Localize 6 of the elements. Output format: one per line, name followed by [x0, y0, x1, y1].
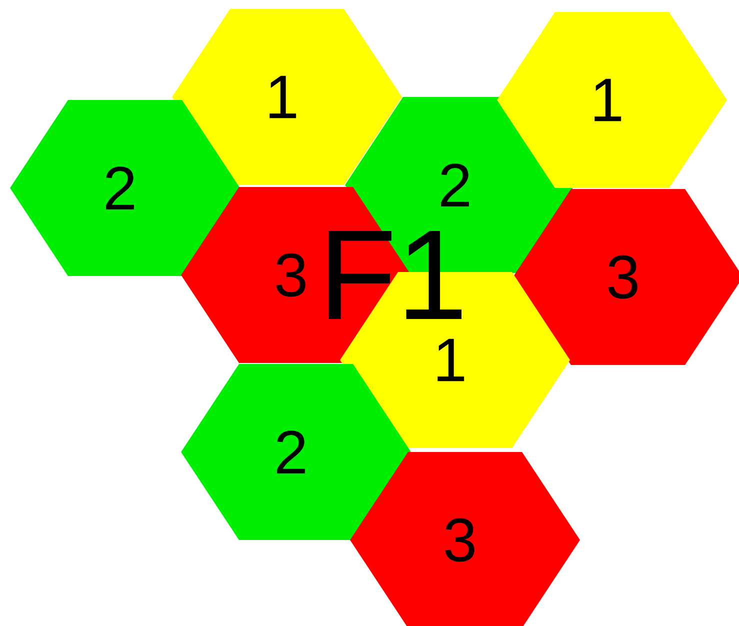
hexagon: 1 — [172, 9, 402, 185]
hexagon: 2 — [181, 364, 411, 540]
hexagon: 2 — [10, 100, 240, 276]
hexagon: 1 — [497, 12, 727, 188]
hexagon: 3 — [350, 452, 580, 626]
hexagon: 3 — [513, 189, 739, 365]
